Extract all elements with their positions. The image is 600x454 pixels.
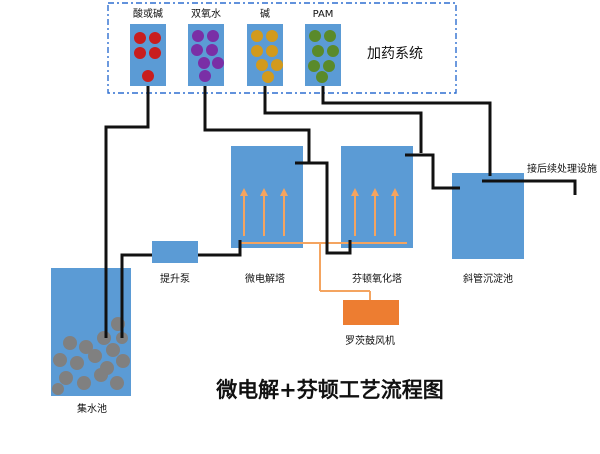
aeration-lines (240, 194, 407, 300)
dosing-system-label: 加药系统 (367, 46, 423, 62)
downstream-treatment-label: 接后续处理设施 (527, 162, 597, 175)
collection-tank (51, 268, 131, 396)
chemical-tank-base (247, 24, 283, 86)
micro-electrolysis-tower (231, 146, 303, 248)
chemical-label-pam: PAM (313, 9, 334, 20)
chemical-tank-acid-or-base (130, 24, 166, 86)
diagram-title: 微电解+芬顿工艺流程图 (215, 378, 444, 402)
inclined-tube-settler-label: 斜管沉淀池 (463, 272, 513, 285)
aeration-arrowheads (240, 188, 399, 196)
roots-blower (343, 300, 399, 325)
chemical-label-hydrogen-peroxide: 双氧水 (191, 7, 221, 20)
fenton-oxidation-tower-label: 芬顿氧化塔 (352, 272, 402, 285)
lift-pump (152, 241, 198, 263)
collection-tank-label: 集水池 (77, 402, 107, 415)
roots-blower-label: 罗茨鼓风机 (345, 334, 395, 347)
chemical-label-acid-or-base: 酸或碱 (133, 7, 163, 20)
chemical-label-base: 碱 (260, 8, 270, 20)
dosing-system-frame (107, 2, 457, 94)
micro-electrolysis-tower-label: 微电解塔 (245, 272, 285, 285)
fenton-oxidation-tower (341, 146, 413, 248)
lift-pump-label: 提升泵 (160, 273, 190, 285)
process-piping (104, 86, 577, 338)
chemical-tank-hydrogen-peroxide (188, 24, 224, 86)
inclined-tube-settler (452, 173, 524, 259)
chemical-tank-pam (305, 24, 341, 86)
